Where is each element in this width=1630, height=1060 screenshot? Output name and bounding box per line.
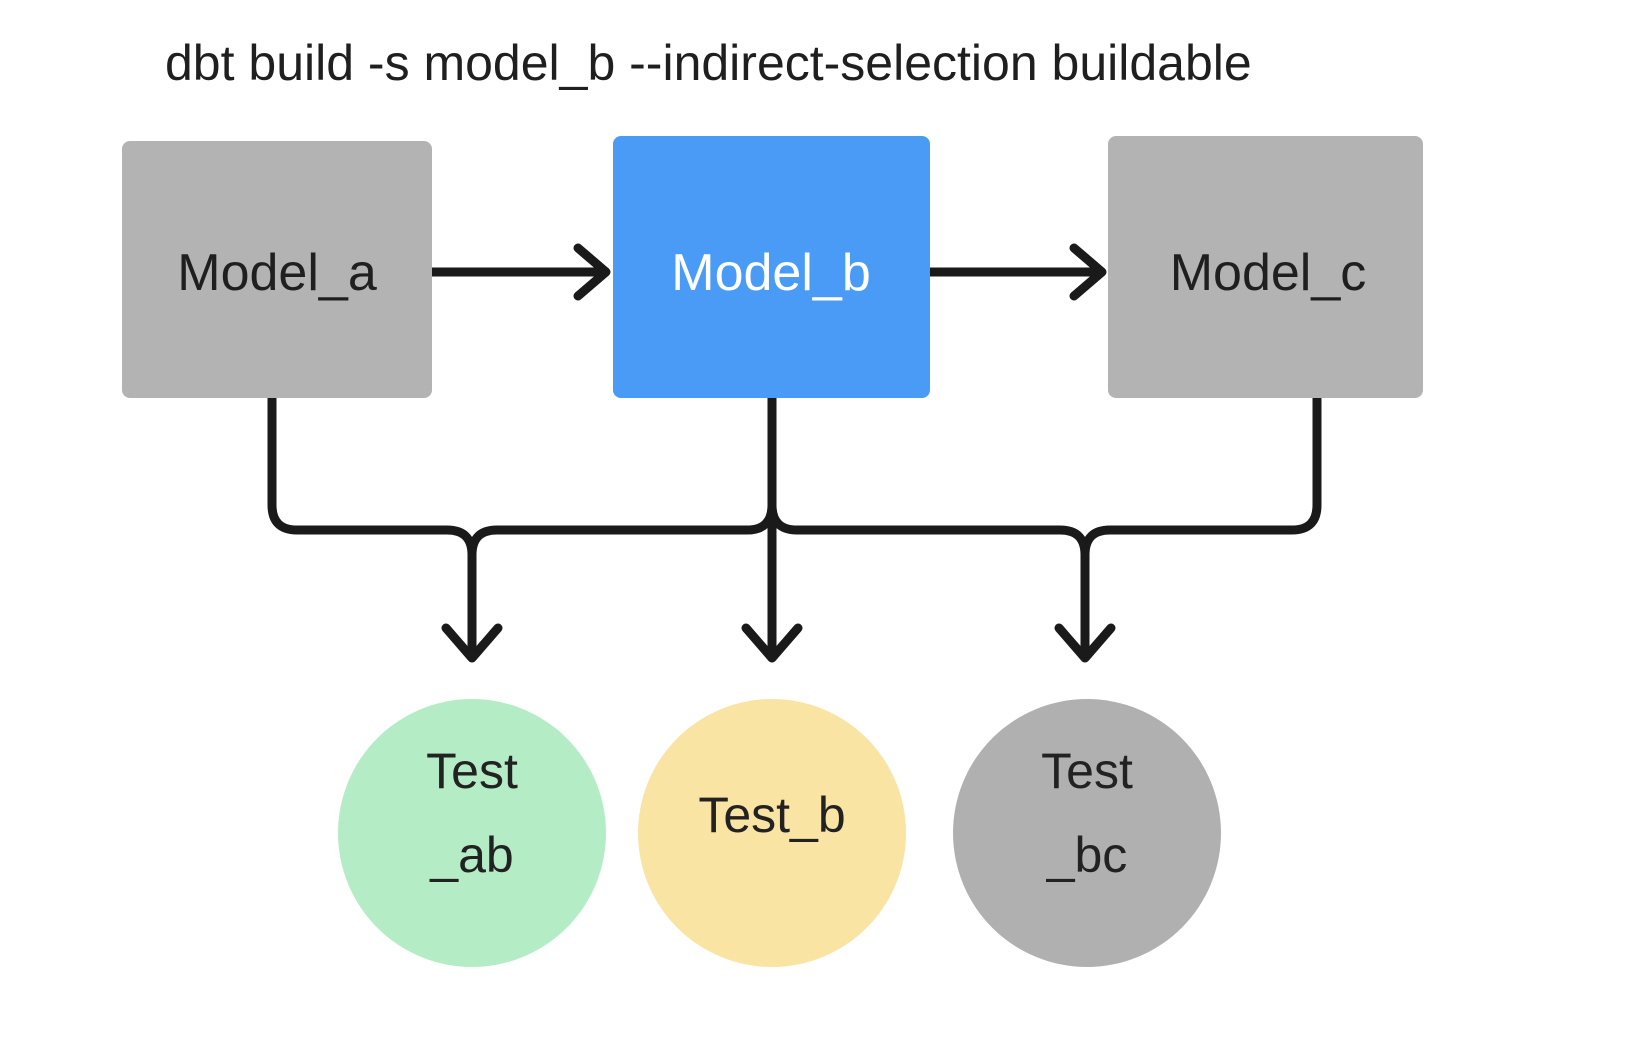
test-ab-shape[interactable] [338,699,606,967]
edge-model-b-to-model-c [930,243,1107,301]
test-nodes-layer: Test _ab Test_b Test _bc [338,699,1221,967]
page-title: dbt build -s model_b --indirect-selectio… [165,35,1252,91]
test-bc-label-line1: Test [1041,743,1133,799]
edge-model-b-to-test-ab [467,398,777,556]
test-bc-shape[interactable] [953,699,1221,967]
model-nodes-layer: Model_a Model_b Model_c [122,136,1423,398]
node-model-a[interactable]: Model_a [122,141,432,398]
node-test-b[interactable]: Test_b [638,699,906,967]
node-test-ab[interactable]: Test _ab [338,699,606,967]
model-b-shape[interactable] [613,136,930,398]
test-ab-label-line1: Test [426,743,518,799]
edge-model-b-to-test-b [741,398,803,663]
model-b-label: Model_b [671,244,870,302]
model-c-shape[interactable] [1108,136,1423,398]
model-a-label: Model_a [177,244,377,302]
node-model-c[interactable]: Model_c [1108,136,1423,398]
test-b-shape[interactable] [638,699,906,967]
test-bc-label-line2: _bc [1046,827,1128,883]
model-a-shape[interactable] [122,141,432,398]
model-c-label: Model_c [1170,244,1367,302]
node-test-bc[interactable]: Test _bc [953,699,1221,967]
edge-model-b-to-test-bc [767,504,1116,663]
node-model-b[interactable]: Model_b [613,136,930,398]
test-b-label-line1: Test_b [698,787,845,843]
edge-layer [267,243,1322,663]
edge-model-a-to-test-ab [267,398,503,663]
edge-model-c-to-test-bc [1080,398,1322,556]
edge-model-a-to-model-b [432,243,611,301]
test-ab-label-line2: _ab [429,827,513,883]
